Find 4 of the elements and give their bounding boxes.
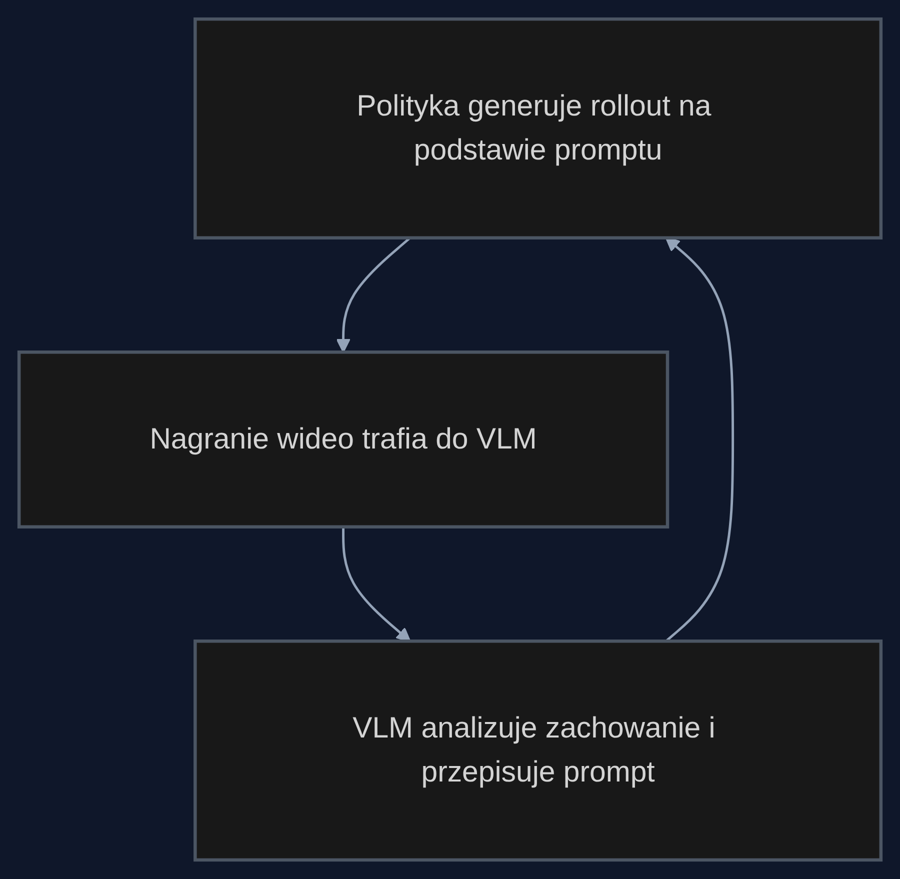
node-box: VLM analizuje zachowanie i przepisuje prompt (194, 640, 883, 862)
arrow (342, 526, 411, 642)
node-box: Nagranie wideo trafia do VLM (17, 350, 670, 528)
node-box: Polityka generuje rollout na podstawie promptu (194, 17, 883, 240)
